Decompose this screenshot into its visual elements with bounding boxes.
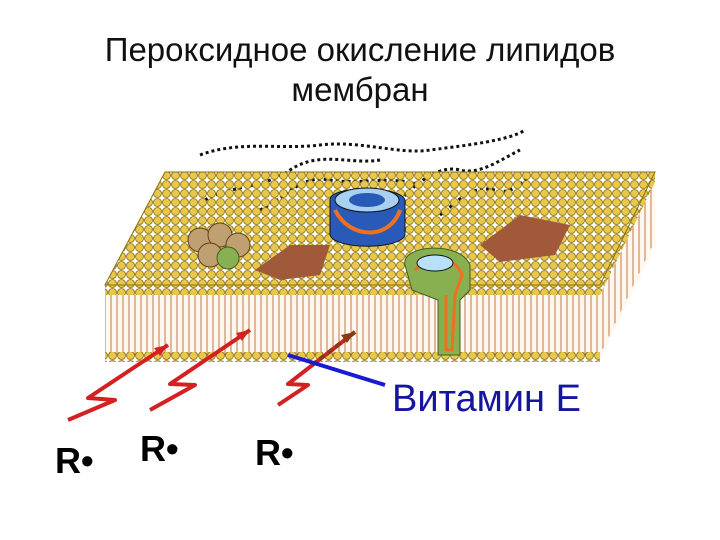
radical-arrow-3 (276, 330, 357, 407)
radical-label-2: R• (140, 428, 179, 469)
membrane-side-face (105, 172, 655, 362)
protein-brown-patch-right (480, 215, 570, 262)
radical-label-1: R• (55, 440, 94, 481)
channel-protein (329, 187, 406, 247)
transmembrane-protein (404, 247, 471, 356)
protein-green-cluster (187, 222, 251, 270)
radical-arrow-2 (149, 328, 252, 412)
radical-arrow-1 (67, 343, 170, 422)
title-line-1: Пероксидное окисление липидов (104, 31, 616, 68)
radical-label-3: R• (255, 432, 294, 473)
protein-brown-patch-left (255, 245, 330, 280)
slide-title: Пероксидное окисление липидов мембран (0, 30, 720, 110)
title-line-2: мембран (291, 71, 429, 108)
vitamin-e-label: Витамин Е (392, 378, 581, 420)
vitamin-e-pointer (287, 353, 386, 387)
